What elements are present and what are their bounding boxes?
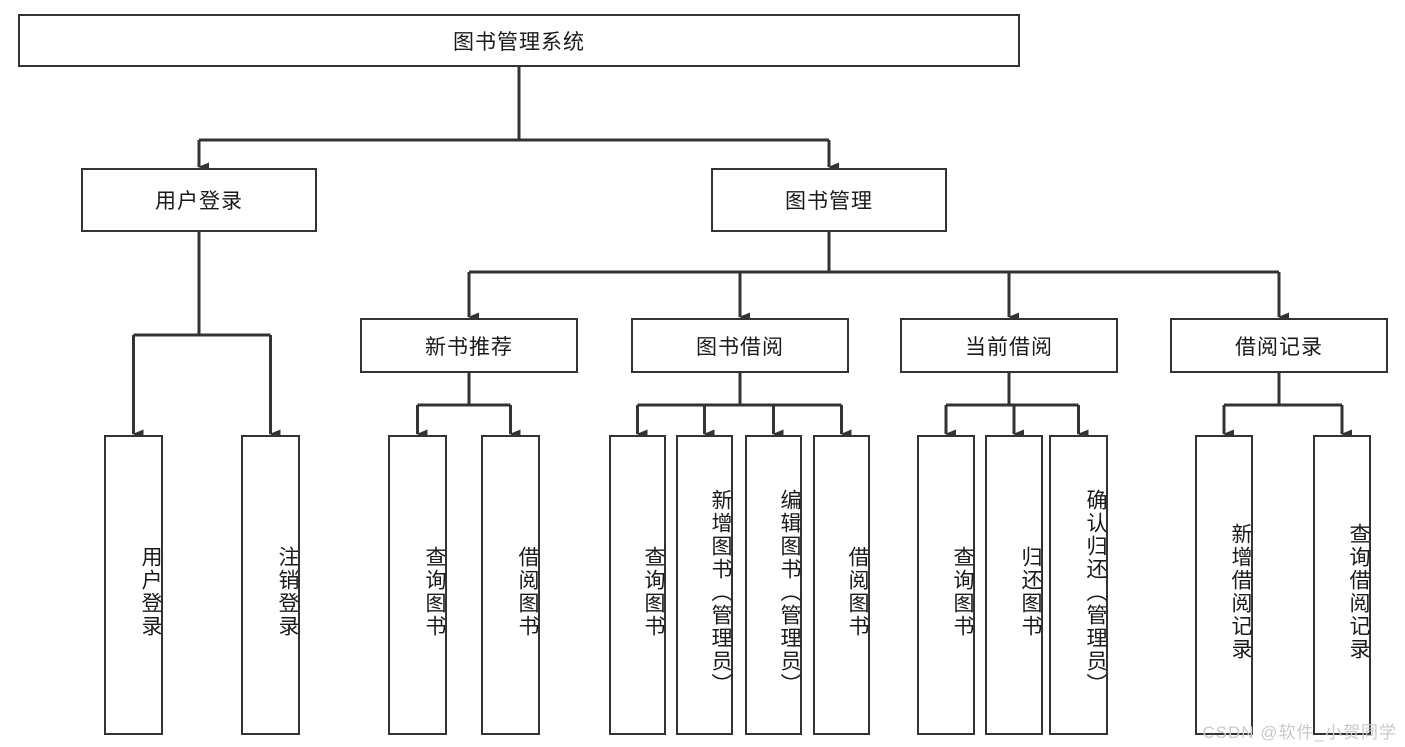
node-label: 当前借阅 [965,335,1053,359]
node-label: 借阅图书 [516,546,539,638]
node-label: 新书推荐 [425,335,513,359]
node-leaf-user-login[interactable]: 用户登录 [104,435,163,735]
node-label: 确认归还（管理员） [1084,488,1107,696]
node-label: 图书管理系统 [453,30,585,54]
node-label: 查询图书 [951,546,974,638]
node-label: 归还图书 [1019,546,1042,638]
node-root[interactable]: 图书管理系统 [18,14,1020,67]
node-leaf-borrow-lend[interactable]: 借阅图书 [813,435,870,735]
node-leaf-user-logout[interactable]: 注销登录 [241,435,300,735]
node-book-manage[interactable]: 图书管理 [711,168,947,232]
node-leaf-borrow-add[interactable]: 新增图书（管理员） [676,435,733,735]
node-label: 查询图书 [642,546,665,638]
node-label: 借阅记录 [1235,335,1323,359]
node-label: 查询借阅记录 [1347,523,1370,661]
node-label: 编辑图书（管理员） [778,488,801,696]
node-book-borrow[interactable]: 图书借阅 [631,318,849,373]
node-leaf-rec-query[interactable]: 查询图书 [388,435,447,735]
node-leaf-cur-return[interactable]: 归还图书 [985,435,1043,735]
node-leaf-borrow-query[interactable]: 查询图书 [609,435,666,735]
node-leaf-borrow-edit[interactable]: 编辑图书（管理员） [745,435,802,735]
node-label: 注销登录 [276,546,299,638]
node-user-login[interactable]: 用户登录 [81,168,317,232]
node-leaf-cur-confirm[interactable]: 确认归还（管理员） [1049,435,1108,735]
node-label: 图书借阅 [696,335,784,359]
node-label: 借阅图书 [846,546,869,638]
node-label: 新增图书（管理员） [709,488,732,696]
node-leaf-rec-add[interactable]: 新增借阅记录 [1195,435,1253,735]
node-leaf-rec-search[interactable]: 查询借阅记录 [1313,435,1371,735]
node-leaf-cur-query[interactable]: 查询图书 [917,435,975,735]
node-label: 新增借阅记录 [1229,523,1252,661]
node-leaf-rec-borrow[interactable]: 借阅图书 [481,435,540,735]
node-new-book-rec[interactable]: 新书推荐 [360,318,578,373]
node-label: 图书管理 [785,190,873,213]
node-label: 查询图书 [423,546,446,638]
node-label: 用户登录 [155,190,243,213]
watermark-label: CSDN @软件_小贺同学 [1202,723,1397,742]
node-current-borrow[interactable]: 当前借阅 [900,318,1118,373]
connector-lines [132,67,1352,439]
node-borrow-record[interactable]: 借阅记录 [1170,318,1388,373]
node-label: 用户登录 [139,546,162,638]
